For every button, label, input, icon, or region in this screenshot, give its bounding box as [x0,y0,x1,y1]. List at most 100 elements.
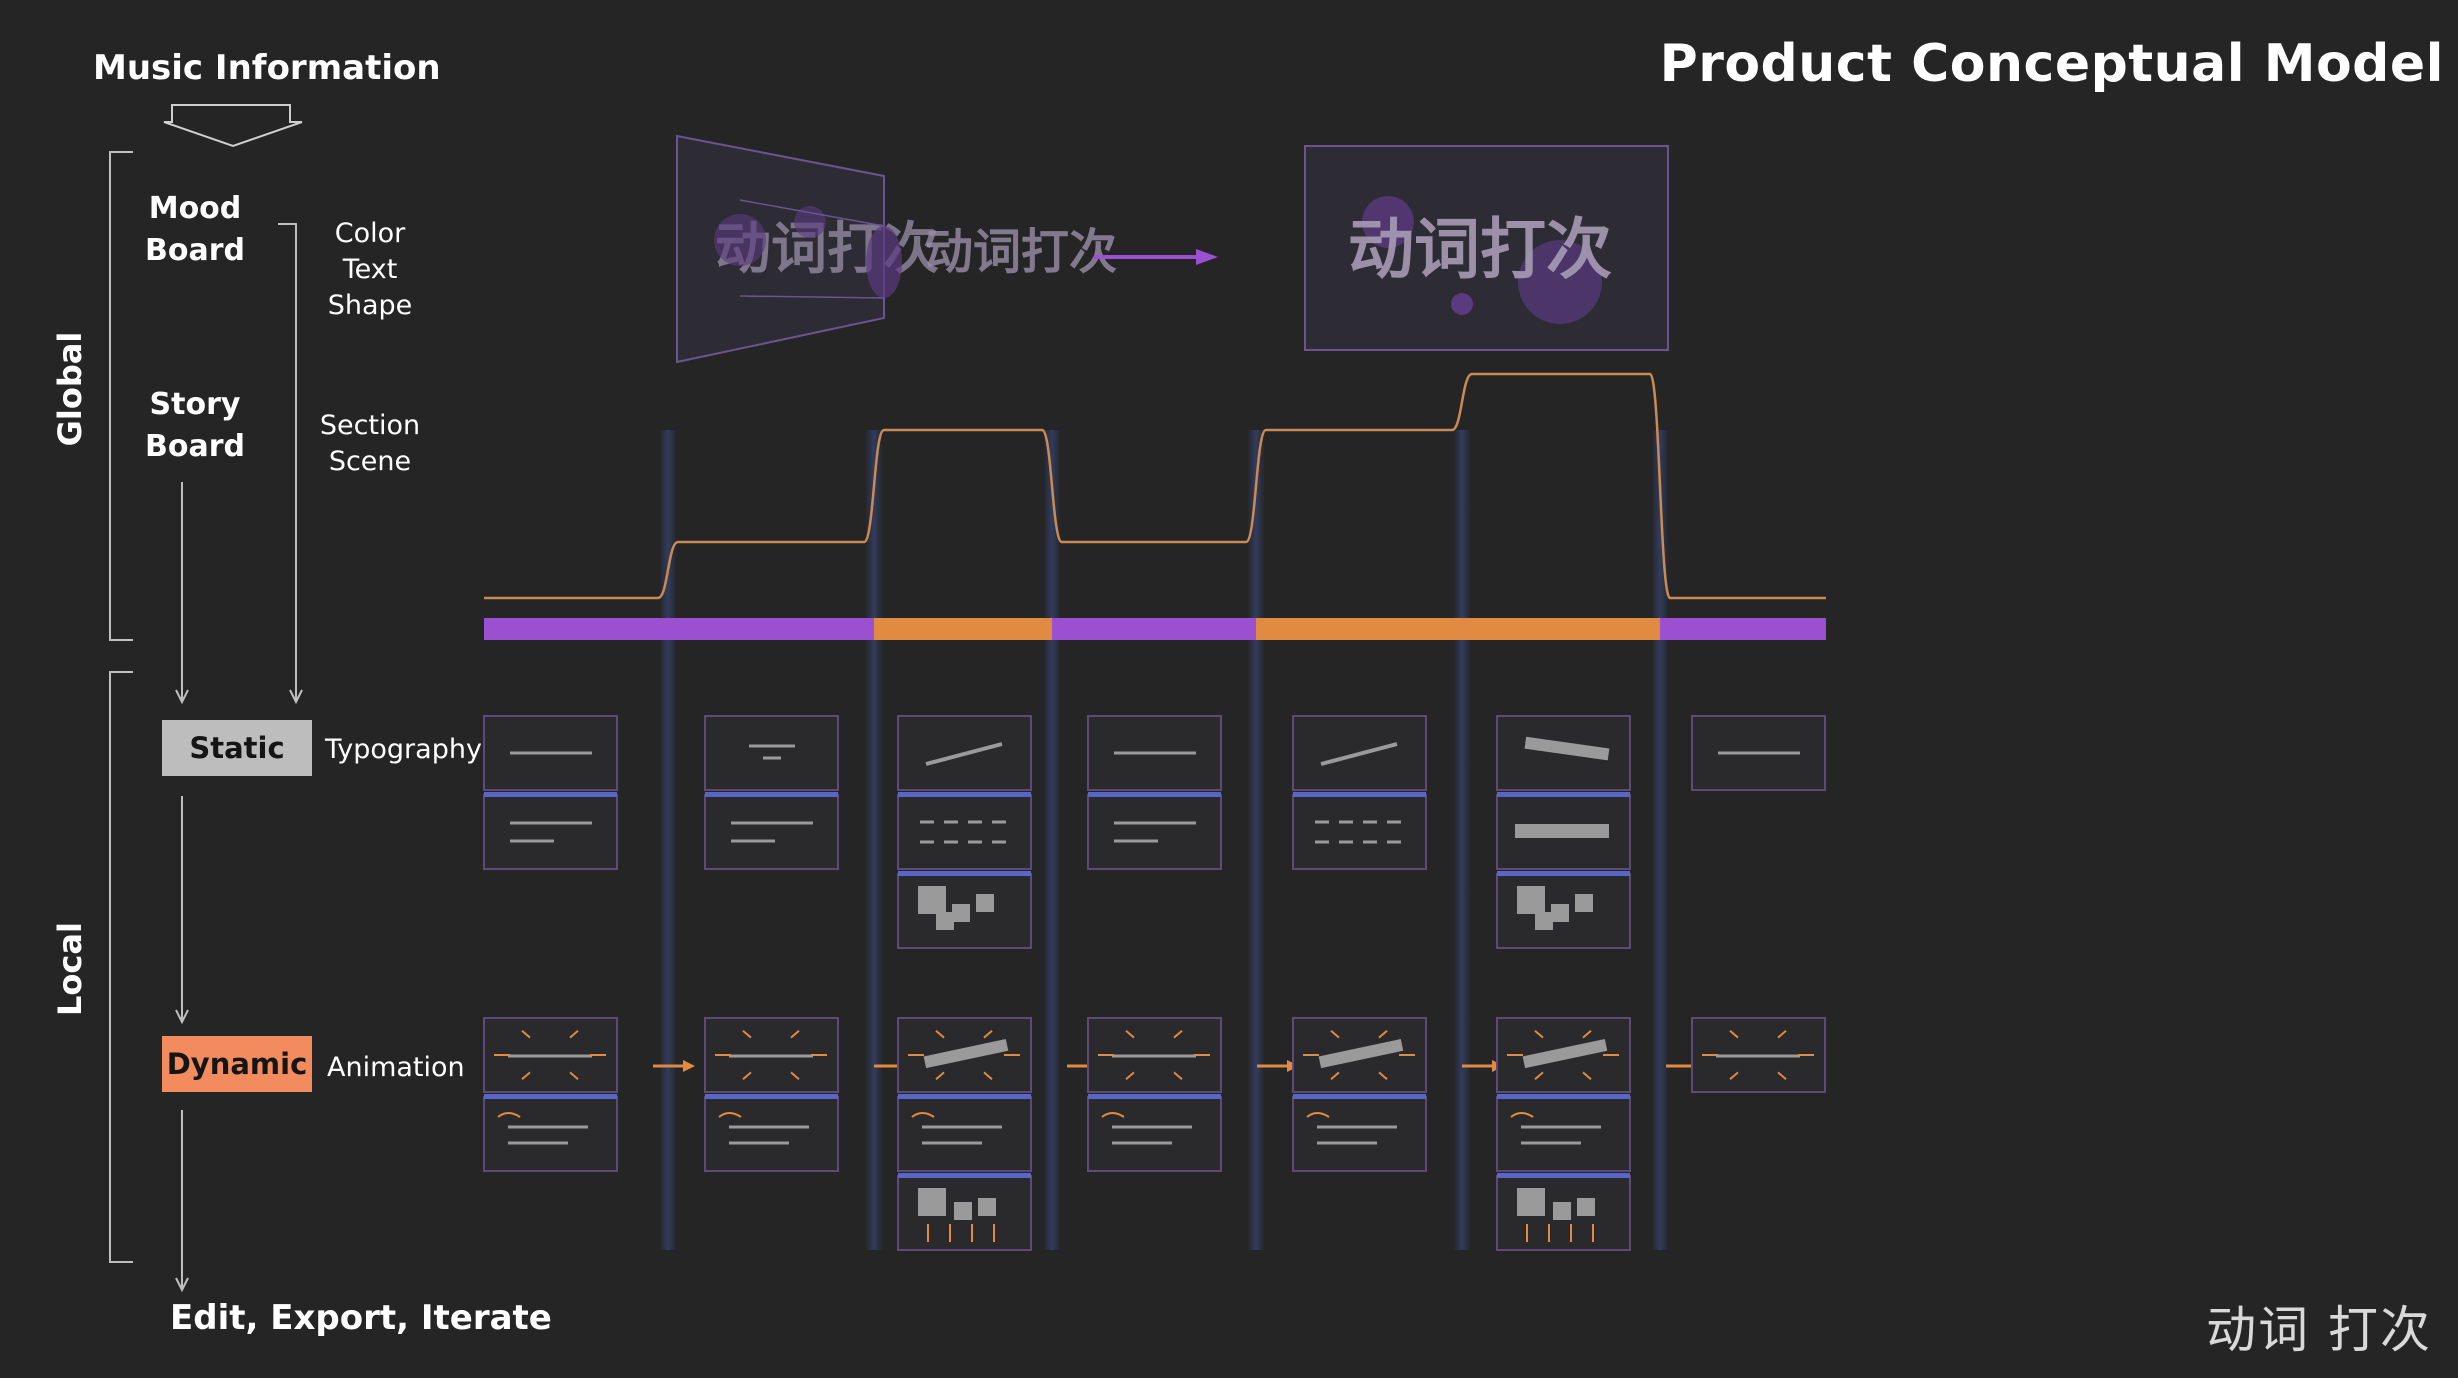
shape-block [1517,886,1545,914]
output-label: Edit, Export, Iterate [170,1298,552,1338]
motion-spark [1729,1029,1739,1039]
card-accent [1497,792,1630,797]
motion-spark [983,1071,993,1081]
timeline-segment-purple [484,618,668,640]
shape-block [978,1198,996,1216]
attr-scene: Scene [328,446,412,477]
arrowhead-icon [1196,249,1218,265]
card-accent [1497,1094,1630,1099]
timeline-bar [484,618,1826,640]
motion-spark [521,1071,531,1081]
motion-trail [1101,1112,1125,1118]
card [897,794,1032,870]
card-accent [1088,792,1221,797]
motion-spark [1534,1029,1544,1039]
global-bracket [109,151,133,641]
motion-spark [521,1029,531,1039]
typography-label: Typography [325,734,482,765]
shape-block [936,912,954,930]
arrowhead-icon [683,1060,695,1072]
shape-block [1551,904,1569,922]
motion-spark [1729,1071,1739,1081]
card-accent [898,1173,1031,1178]
text-line [925,742,1003,766]
motion-spark [569,1029,579,1039]
card-accent [1088,1094,1221,1099]
motion-spark [1125,1071,1135,1081]
music-information-label: Music Information [93,48,441,88]
section-divider [1043,430,1061,1250]
card [1087,794,1222,870]
card [1087,1096,1222,1172]
timeline-segment-orange [874,618,1052,640]
animated-text-block [1318,1038,1404,1069]
watermark-logo: 动词 打次 [2206,1301,2432,1359]
attr-section: Section [319,410,421,441]
motion-spark [1378,1071,1388,1081]
motion-spark [790,1071,800,1081]
card-accent [705,1094,838,1099]
card-accent [484,1094,617,1099]
timeline-segment-purple [1660,618,1826,640]
motion-trail [497,1112,521,1118]
motion-trail [911,1112,935,1118]
card [704,794,839,870]
card-accent [484,792,617,797]
dynamic-animation-cards [483,1017,1826,1251]
shape-block [1577,1198,1595,1216]
ellipse-shape-icon [866,226,902,298]
motion-spark [935,1029,945,1039]
motion-spark [1125,1029,1135,1039]
motion-spark [1330,1029,1340,1039]
section-divider [1247,430,1265,1250]
moodboard-3d-panel: 动词打次 动词打次 [676,134,1117,364]
timeline-segment-orange [1462,618,1660,640]
card [897,1096,1032,1172]
motion-spark [1173,1071,1183,1081]
arrowhead-icon [175,1009,189,1025]
mood-attrs: Color Text Shape [320,216,420,324]
shape-block [1535,912,1553,930]
card-accent [705,792,838,797]
shape-block [918,1188,946,1216]
moodboard-result-card: 动词打次 [1304,145,1669,351]
timeline-segment-purple [1052,618,1256,640]
card [483,1096,618,1172]
text-line [1320,742,1398,766]
arrowhead-icon [175,689,189,705]
motion-spark [790,1029,800,1039]
page-title: Product Conceptual Model [1659,34,2444,94]
motion-spark [983,1029,993,1039]
card [1691,715,1826,791]
motion-spark [742,1071,752,1081]
shape-block [1575,894,1593,912]
local-bracket [109,671,133,1263]
shape-block [954,1202,972,1220]
card-accent [898,792,1031,797]
card [704,1096,839,1172]
timeline-segment-purple [668,618,874,640]
motion-spark [569,1071,579,1081]
card [704,715,839,791]
section-divider [1651,430,1669,1250]
card-accent [1497,871,1630,876]
static-typography-cards [483,715,1826,949]
arrowhead-icon [289,689,303,705]
story-attrs: Section Scene [310,408,430,480]
card [1292,794,1427,870]
motion-spark [1173,1029,1183,1039]
shape-block [1517,1188,1545,1216]
motion-spark [1777,1029,1787,1039]
motion-spark [1330,1071,1340,1081]
motion-spark [1378,1029,1388,1039]
circle-shape-icon [1362,196,1414,248]
mood-to-static-line [278,223,297,700]
card-accent [1497,1173,1630,1178]
card [1496,1096,1631,1172]
card-accent [1293,792,1426,797]
section-divider [865,430,883,1250]
card-accent [1293,1094,1426,1099]
text-block [1524,736,1610,761]
motion-spark [1777,1071,1787,1081]
